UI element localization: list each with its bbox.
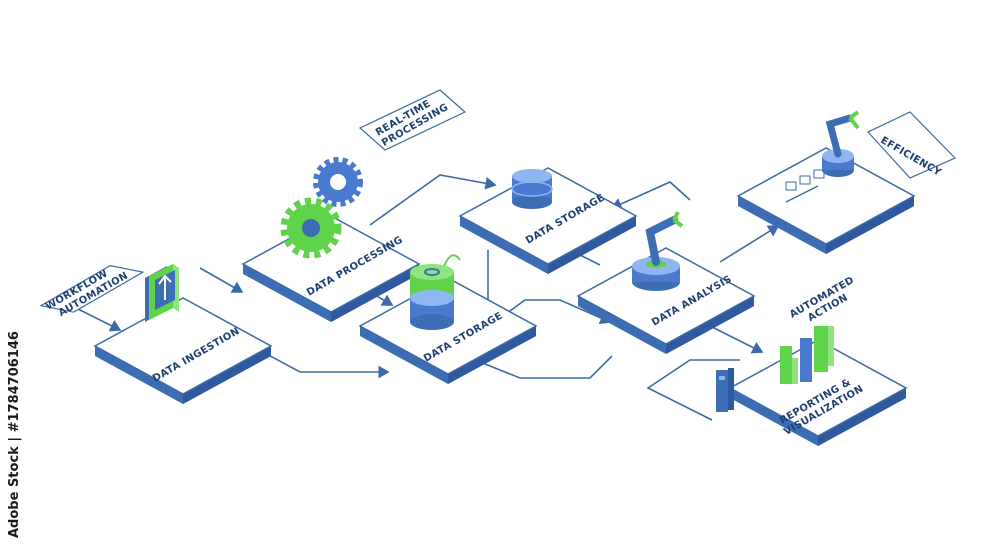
robot-arm-icon (632, 211, 684, 291)
upload-folder-icon (145, 264, 179, 322)
watermark: Adobe Stock | #1784706146 (7, 331, 22, 538)
node-efficiency-unit (737, 110, 915, 255)
green-database-icon (410, 254, 461, 330)
tag-real-time-processing: REAL-TIMEPROCESSING (358, 89, 467, 151)
node-data-storage-green: DATA STORAGE (359, 254, 537, 385)
tag-efficiency: EFFICIENCY (867, 111, 957, 179)
connector-analysis-efficiency (719, 225, 780, 263)
connector-ingestion-processing (199, 267, 244, 293)
tag-workflow-automation: WORKFLOWAUTOMATION (39, 264, 145, 319)
node-data-storage-blue: DATA STORAGE (459, 167, 637, 275)
node-data-ingestion: DATA INGESTION (94, 264, 272, 405)
connector-processing-bluestorage (369, 174, 497, 226)
bar-chart-icon (780, 326, 834, 384)
svg-text:AUTOMATEDACTION: AUTOMATEDACTION (788, 275, 862, 331)
tag-automated-action: AUTOMATEDACTION (788, 275, 862, 331)
server-tower-icon (716, 368, 734, 412)
connector-reporting-loop (646, 359, 740, 421)
watermark-text: Adobe Stock | #1784706146 (7, 331, 22, 538)
node-data-processing: DATA PROCESSING (242, 157, 420, 323)
connector-storage-analysis-low (479, 355, 613, 379)
robot-workstation-icon (785, 110, 860, 203)
node-data-analysis: DATA ANALYSIS (577, 211, 755, 355)
gears-icon (280, 157, 363, 259)
connector-analysis-bluestorage (610, 181, 691, 210)
blue-database-icon (511, 169, 553, 209)
connector-analysis-reporting (709, 325, 764, 354)
